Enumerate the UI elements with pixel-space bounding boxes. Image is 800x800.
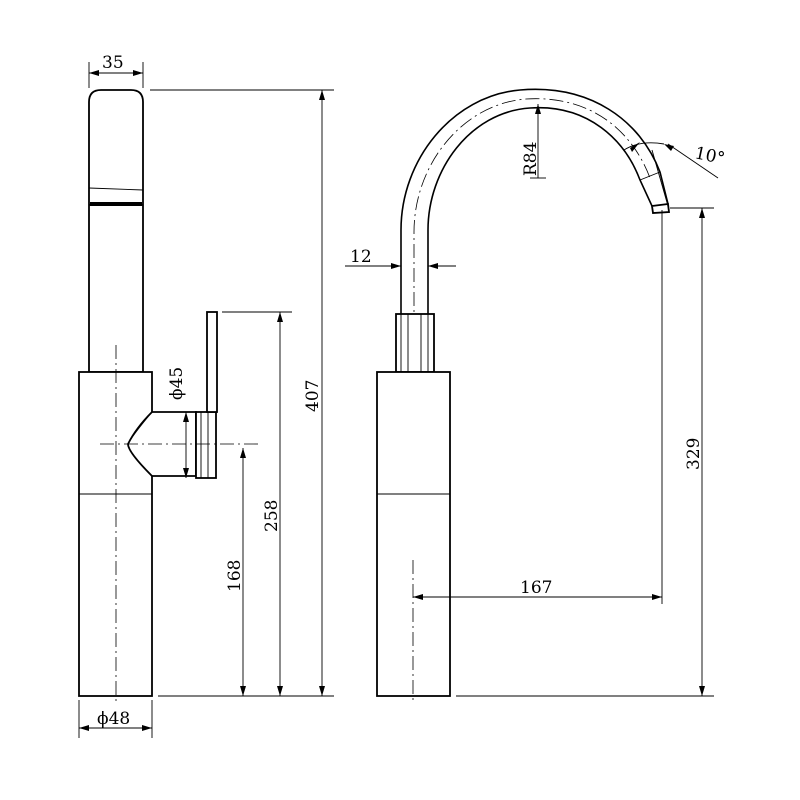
spout-outlet-height-label: 329 — [684, 438, 704, 470]
spout-reach-label: 167 — [520, 578, 552, 598]
spout-inner — [427, 106, 653, 372]
side-lower-body — [376, 371, 451, 697]
lever-diameter-label: ϕ45 — [167, 367, 187, 400]
front-view: 35 ϕ48 ϕ45 168 258 407 — [78, 53, 334, 738]
handle-lever — [206, 311, 218, 413]
total-height-label: 407 — [303, 380, 323, 412]
spout-tip — [650, 202, 671, 214]
lower-body — [78, 371, 153, 697]
spout-outer — [400, 88, 669, 372]
column-band-line — [88, 187, 144, 191]
top-width-label: 35 — [102, 53, 124, 73]
handle-disk — [195, 411, 217, 479]
side-view: R84 10° 12 167 329 — [345, 88, 727, 700]
spout-tube-width-label: 12 — [350, 247, 372, 267]
spout-tip-line — [639, 171, 661, 181]
handle-connector-curve — [127, 411, 153, 445]
handle-center-height-label: 168 — [225, 560, 245, 592]
base-diameter-label: ϕ48 — [97, 709, 130, 729]
spout-radius-label: R84 — [521, 142, 541, 176]
column-band-groove — [90, 202, 142, 206]
lever-height-label: 258 — [262, 500, 282, 532]
upper-column — [88, 89, 144, 373]
spout-angle-label: 10° — [693, 143, 727, 169]
spout-centerline — [413, 98, 651, 330]
